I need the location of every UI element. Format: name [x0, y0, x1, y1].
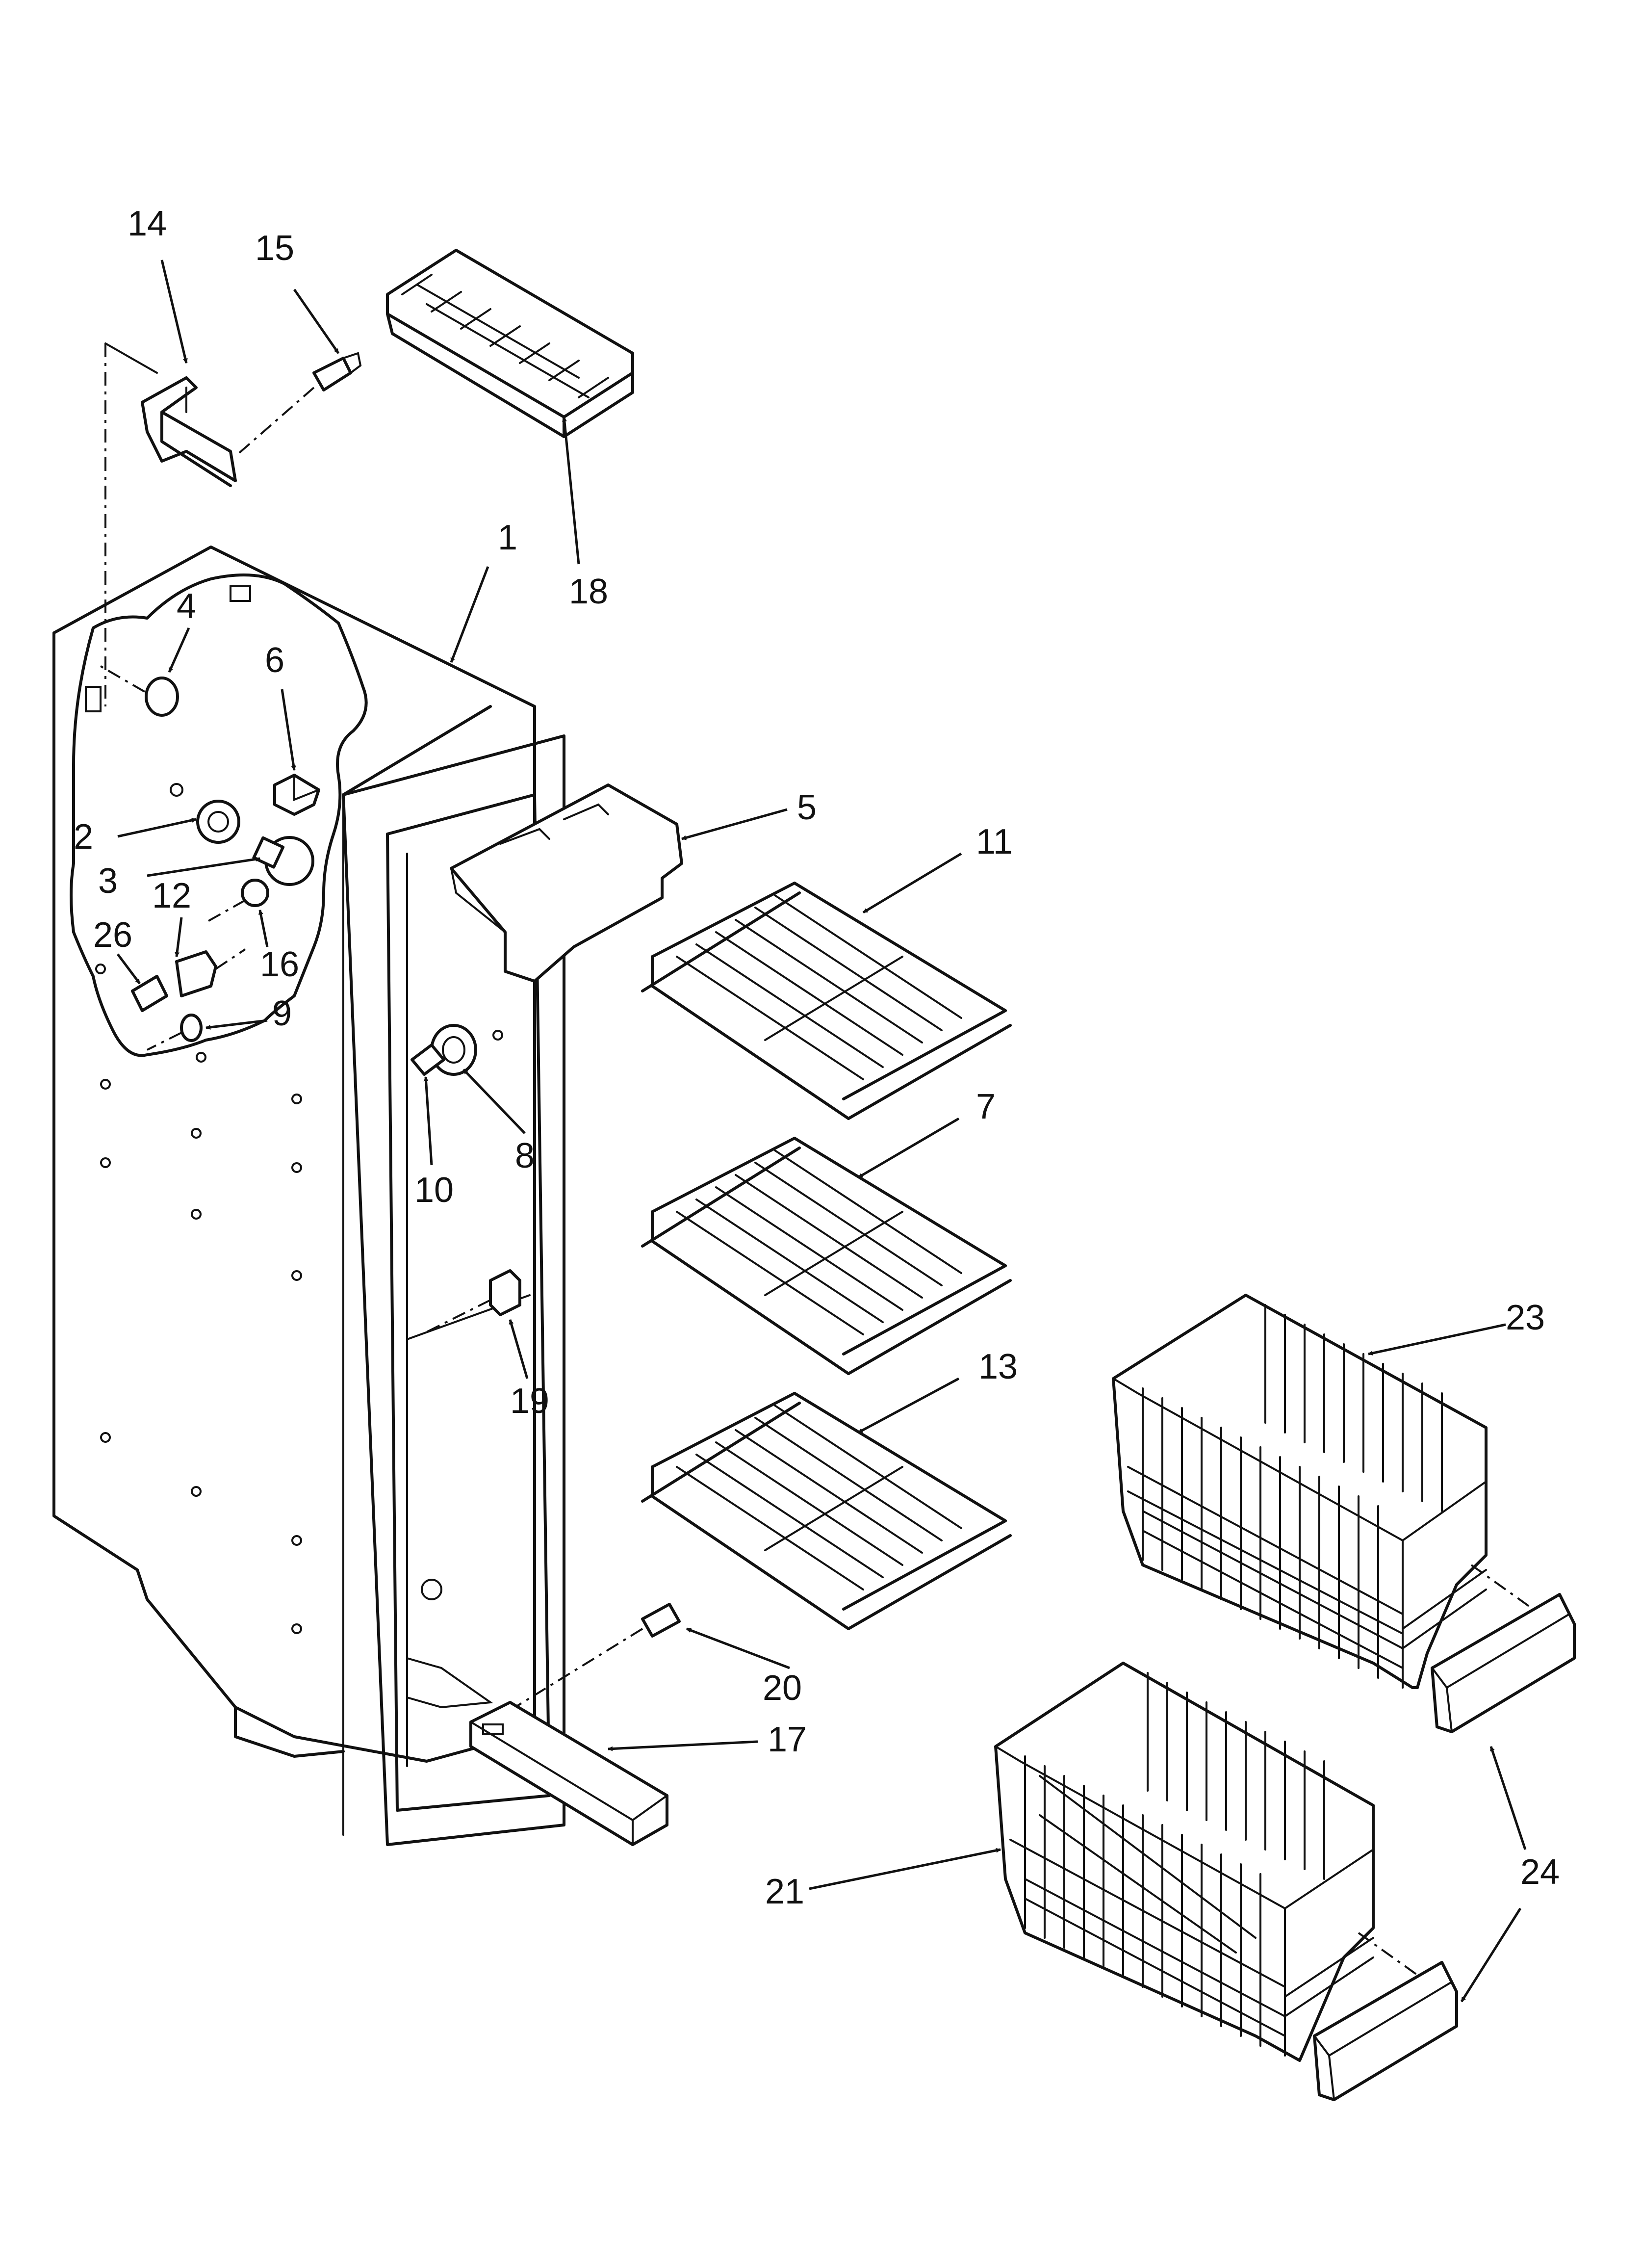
part-19-switch [421, 1269, 521, 1335]
part-3-light-bulb [252, 836, 314, 886]
callout-21: 21 [765, 1872, 804, 1911]
leader-7 [857, 1117, 960, 1179]
leader-20 [686, 1627, 790, 1669]
callout-16: 16 [260, 945, 299, 984]
leader-3 [147, 857, 260, 877]
part-23-wire-basket [1112, 1294, 1541, 1689]
part-26-screw [131, 975, 168, 1012]
leader-13 [857, 1377, 960, 1434]
part-7-wire-shelf [641, 1137, 1012, 1375]
part-18-ice-tray [386, 249, 634, 438]
leader-16 [258, 910, 269, 947]
leader-1 [450, 566, 489, 663]
callout-13: 13 [978, 1347, 1018, 1386]
part-8-grommet [430, 1024, 503, 1076]
leader-12 [175, 917, 183, 957]
part-20-screw [514, 1603, 681, 1708]
callout-6: 6 [265, 641, 284, 680]
leader-19 [509, 1319, 529, 1379]
callout-3: 3 [98, 861, 118, 901]
part-14-hinge-bracket [104, 342, 237, 706]
part-2-light-socket [170, 783, 240, 844]
leader-6 [281, 689, 296, 771]
callout-1: 1 [498, 518, 517, 557]
callout-23: 23 [1506, 1298, 1545, 1337]
part-24-basket-front-lower [1313, 1961, 1458, 2101]
part-21-wire-basket [994, 1662, 1428, 2062]
part-4-plug [97, 664, 179, 717]
callout-17: 17 [768, 1720, 807, 1759]
callout-10: 10 [414, 1171, 454, 1210]
callout-2: 2 [74, 817, 93, 857]
leader-24b [1460, 1907, 1522, 2003]
leader-5 [681, 808, 788, 840]
leader-24a [1489, 1746, 1527, 1850]
part-9-plug [147, 1014, 203, 1051]
leader-14 [160, 260, 188, 364]
leader-11 [862, 852, 962, 914]
part-10-screw [410, 1043, 445, 1076]
callout-14: 14 [128, 204, 167, 243]
leader-lines [117, 260, 1527, 2003]
callout-19: 19 [510, 1382, 549, 1421]
part-17-trim [469, 1701, 668, 1846]
leader-26 [117, 953, 141, 985]
part-6-clip [273, 774, 320, 816]
part-12-bracket [175, 948, 246, 997]
leader-2 [117, 818, 197, 838]
part-15-screw [234, 352, 362, 457]
callout-26: 26 [93, 915, 132, 955]
callout-4: 4 [177, 587, 196, 626]
leader-21 [809, 1848, 1001, 1890]
part-13-wire-shelf [641, 1392, 1012, 1630]
callout-18: 18 [569, 572, 608, 611]
leader-4 [168, 627, 190, 673]
leader-10 [423, 1076, 433, 1166]
freezer-liner [52, 546, 565, 1846]
callout-20: 20 [763, 1668, 802, 1708]
callout-8: 8 [515, 1136, 535, 1175]
part-24-basket-front-upper [1431, 1593, 1576, 1733]
leader-23 [1368, 1323, 1506, 1356]
callout-labels: 14 15 18 1 4 6 5 11 2 3 12 26 16 9 8 10 … [74, 204, 1560, 1911]
part-5-shelf-cover [450, 783, 683, 983]
callout-12: 12 [152, 876, 191, 915]
leader-17 [608, 1740, 758, 1751]
leader-18 [562, 417, 580, 565]
part-11-wire-shelf [641, 882, 1012, 1120]
callout-7: 7 [976, 1087, 996, 1126]
leader-8 [462, 1069, 526, 1134]
callout-5: 5 [797, 788, 817, 827]
leader-15 [293, 288, 340, 354]
callout-15: 15 [255, 229, 294, 268]
leader-9 [205, 1019, 268, 1030]
callout-9: 9 [272, 994, 292, 1033]
callout-11: 11 [976, 822, 1013, 861]
part-16-grommet [205, 879, 269, 923]
callout-24: 24 [1520, 1852, 1560, 1892]
